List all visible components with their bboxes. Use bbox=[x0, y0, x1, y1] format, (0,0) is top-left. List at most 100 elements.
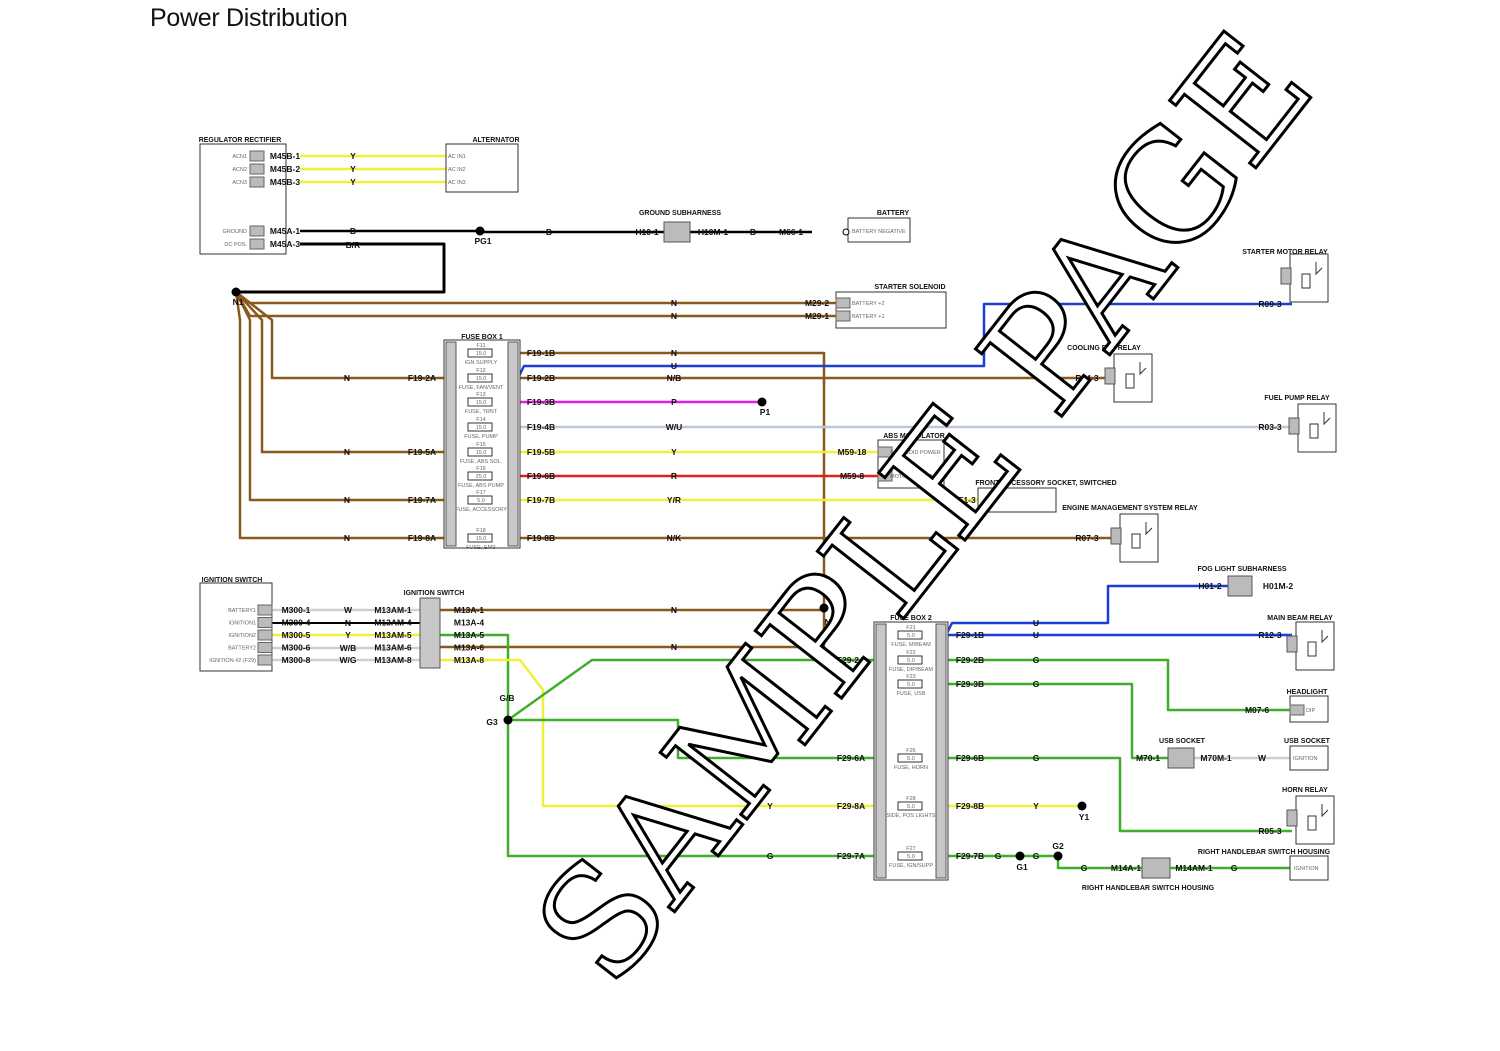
front-accessory-box bbox=[977, 487, 1057, 513]
wire-u-starter-relay bbox=[516, 302, 1292, 379]
ignition-switch-mid-plug bbox=[419, 597, 441, 669]
conn-relay: R07-3 bbox=[1075, 533, 1098, 543]
conn-m45b: M45B-2 bbox=[270, 164, 301, 174]
fuse-box-2-title: FUSE BOX 2 bbox=[890, 615, 932, 622]
conn-f19-right: F19-4B bbox=[527, 422, 555, 432]
page-title: Power Distribution bbox=[150, 4, 348, 32]
ems-relay-pin bbox=[1110, 527, 1122, 545]
fuse-F11 bbox=[467, 348, 493, 358]
fuel-pump-relay-pin bbox=[1288, 417, 1300, 435]
wire-br-n1 bbox=[236, 242, 446, 294]
wire-code: N bbox=[344, 533, 350, 543]
fuse-F13 bbox=[467, 397, 493, 407]
fuse-name: F21 bbox=[906, 625, 915, 631]
fuse-box-1-title: FUSE BOX 1 bbox=[461, 334, 503, 341]
rr-pin-label: ACN3 bbox=[232, 180, 247, 186]
fuse-desc: FUSE, EMS bbox=[466, 545, 496, 551]
conn-f29-left: F29-7A bbox=[837, 851, 865, 861]
conn-h10m-1: H10M-1 bbox=[698, 227, 729, 237]
abs-plug-pin bbox=[877, 446, 893, 458]
fuse-desc: FUSE, ABS PUMP bbox=[458, 483, 504, 489]
ems-relay-coil bbox=[1131, 533, 1141, 549]
conn-f29-right: F29-1B bbox=[956, 630, 984, 640]
conn-m13a: M13A-4 bbox=[454, 618, 485, 628]
ignition-switch-mid-title: IGNITION SWITCH bbox=[404, 590, 465, 597]
horn-relay-contact bbox=[1321, 804, 1329, 818]
wire-code: N bbox=[671, 605, 677, 615]
node-label-P1: P1 bbox=[760, 407, 771, 417]
rr-pin-label: GROUND bbox=[223, 229, 247, 235]
fuse-name: F12 bbox=[476, 368, 485, 374]
fuse-F15 bbox=[467, 447, 493, 457]
conn-m45b: M45B-1 bbox=[270, 151, 301, 161]
fuse-F16 bbox=[467, 471, 493, 481]
conn-m59: M59-18 bbox=[838, 447, 867, 457]
alternator-pin: AC IN1 bbox=[448, 154, 466, 160]
conn-m07-6: M07-6 bbox=[1245, 705, 1269, 715]
wire-code: W bbox=[344, 605, 353, 615]
ems-relay-title: ENGINE MANAGEMENT SYSTEM RELAY bbox=[1062, 505, 1198, 512]
conn-f19-left: F19-5A bbox=[408, 447, 436, 457]
conn-m300: M300-6 bbox=[282, 643, 311, 653]
wire-code: G bbox=[1033, 679, 1040, 689]
wire-n-m13a-6 bbox=[440, 608, 826, 649]
wire-code: N bbox=[671, 348, 677, 358]
fuse-name: F22 bbox=[906, 650, 915, 656]
wire-n-f19-5a bbox=[235, 291, 446, 454]
rr-pin-label: DC POS. bbox=[224, 242, 247, 248]
fuse-name: F27 bbox=[906, 846, 915, 852]
usb-socket-right-title: USB SOCKET bbox=[1284, 738, 1331, 745]
horn-relay-pin bbox=[1286, 809, 1298, 827]
node-Y1 bbox=[1077, 801, 1087, 811]
conn-f29-left: F29-6A bbox=[837, 753, 865, 763]
wire-g-headlight bbox=[946, 658, 1290, 712]
ign-pin: BATTERY2 bbox=[228, 646, 256, 652]
conn-f19-right: F19-1B bbox=[527, 348, 555, 358]
wire-code: W bbox=[1258, 753, 1267, 763]
cooling-fan-relay-title: COOLING FAN RELAY bbox=[1067, 345, 1141, 352]
fuse-name: F16 bbox=[476, 466, 485, 472]
wire-code: G bbox=[1033, 655, 1040, 665]
fuse-box-2-rail-right bbox=[935, 623, 947, 879]
wire-n-f19-1b-n2 bbox=[518, 351, 826, 608]
fuse-rating: 25.0 bbox=[476, 474, 487, 480]
battery-title: BATTERY bbox=[877, 210, 910, 217]
conn-f29-left: F29-8A bbox=[837, 801, 865, 811]
wire-code: N bbox=[671, 298, 677, 308]
wire-g-f29-7a bbox=[506, 720, 878, 858]
rr-pin-label: ACN1 bbox=[232, 154, 247, 160]
fuse-name: F26 bbox=[906, 748, 915, 754]
wire-code: Y bbox=[350, 151, 356, 161]
fuel-pump-relay-coil bbox=[1309, 423, 1319, 439]
wire-code: N/B bbox=[667, 373, 682, 383]
conn-m13a: M13A-8 bbox=[454, 655, 485, 665]
wire-code: Y bbox=[350, 177, 356, 187]
battery-pin: BATTERY NEGATIVE bbox=[852, 229, 906, 235]
conn-h10-1: H10-1 bbox=[635, 227, 658, 237]
node-label-G3: G3 bbox=[486, 717, 498, 727]
wire-code: N bbox=[671, 642, 677, 652]
node-P1 bbox=[757, 397, 767, 407]
fuse-name: F15 bbox=[476, 442, 485, 448]
rh-switch-bottom-title: RIGHT HANDLEBAR SWITCH HOUSING bbox=[1082, 885, 1215, 892]
fuse-desc: FUSE, M/BEAM bbox=[891, 642, 931, 648]
node-label-PG1: PG1 bbox=[474, 236, 491, 246]
conn-m14a-1: M14A-1 bbox=[1111, 863, 1142, 873]
headlight-plug-pin bbox=[1289, 704, 1305, 716]
conn-m300: M300-5 bbox=[282, 630, 311, 640]
fuse-F28 bbox=[897, 801, 923, 811]
conn-f19-right: F19-6B bbox=[527, 471, 555, 481]
wire-code: Y bbox=[767, 801, 773, 811]
wire-g-f29-6a bbox=[508, 718, 878, 760]
fuse-desc: FUSE, IGN/SUPP bbox=[889, 863, 933, 869]
rr-plug-ac-pin bbox=[249, 163, 265, 175]
horn-relay-title: HORN RELAY bbox=[1282, 787, 1328, 794]
fuse-name: F14 bbox=[476, 417, 485, 423]
fuse-rating: 5.0 bbox=[907, 854, 915, 860]
solenoid-plug-pin bbox=[835, 297, 851, 309]
starter-solenoid-box bbox=[835, 291, 947, 329]
starter-motor-relay-pin bbox=[1280, 267, 1292, 285]
ground-subharness-title: GROUND SUBHARNESS bbox=[639, 210, 721, 217]
fuse-rating: 5.0 bbox=[907, 682, 915, 688]
usb-pin: IGNITION bbox=[1293, 756, 1317, 762]
